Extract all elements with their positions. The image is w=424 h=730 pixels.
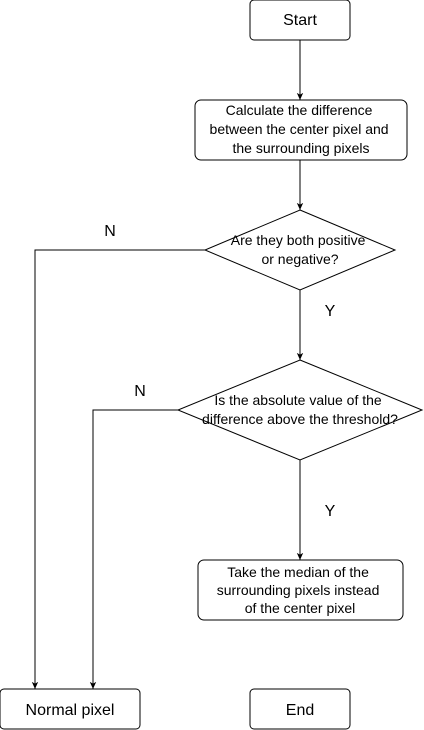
edge-label-threshold-yes: Y — [325, 503, 336, 520]
take-median-label: Take the median of the surrounding pixel… — [217, 564, 384, 616]
edge-label-sign-no: N — [104, 223, 116, 240]
calculate-difference-label: Calculate the difference between the cen… — [210, 102, 393, 156]
sign-decision-line-2: or negative? — [261, 251, 338, 267]
end-node: End — [249, 688, 351, 730]
start-label: Start — [283, 12, 317, 29]
edge-sign-no — [31, 249, 205, 689]
sign-decision-label: Are they both positive or negative? — [231, 232, 370, 267]
normal-pixel-label: Normal pixel — [26, 702, 115, 719]
threshold-decision-line-1: Is the absolute value of the — [214, 392, 382, 408]
edge-threshold-no — [89, 409, 178, 689]
median-line-2: surrounding pixels instead — [217, 582, 380, 598]
end-label: End — [286, 702, 314, 719]
threshold-decision-label: Is the absolute value of the difference … — [202, 392, 398, 427]
sign-decision-line-1: Are they both positive — [231, 232, 366, 248]
take-median-node: Take the median of the surrounding pixel… — [197, 559, 404, 621]
calculate-line-2: between the center pixel and — [210, 121, 389, 137]
median-line-3: of the center pixel — [245, 600, 356, 616]
edge-label-threshold-no: N — [134, 383, 146, 400]
threshold-decision-line-2: difference above the threshold? — [202, 411, 398, 427]
calculate-difference-node: Calculate the difference between the cen… — [194, 99, 408, 161]
median-line-1: Take the median of the — [227, 564, 369, 580]
sign-decision-node: Are they both positive or negative? — [203, 209, 397, 291]
normal-pixel-node: Normal pixel — [0, 688, 141, 730]
edge-label-sign-yes: Y — [325, 303, 336, 320]
threshold-decision-node: Is the absolute value of the difference … — [176, 359, 424, 461]
calculate-line-1: Calculate the difference — [226, 102, 373, 118]
calculate-line-3: the surrounding pixels — [233, 140, 370, 156]
start-node: Start — [249, 0, 351, 41]
